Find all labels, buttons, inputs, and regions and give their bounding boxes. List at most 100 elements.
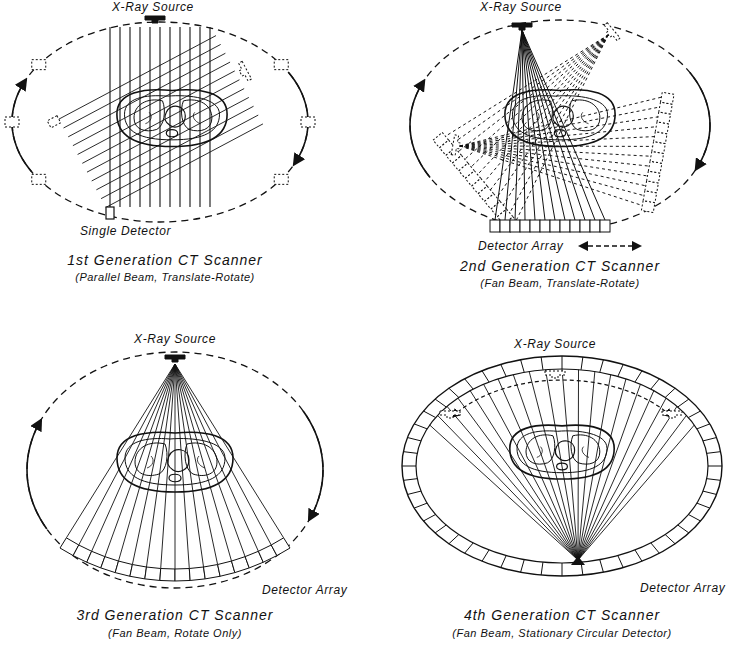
lung-shape — [135, 443, 167, 476]
beam-line — [179, 27, 180, 207]
detector-cell-divider — [678, 399, 689, 407]
detector-cell — [145, 567, 161, 580]
detector-cell — [570, 220, 580, 232]
rotation-arrow — [410, 81, 430, 178]
position-ghost — [274, 60, 288, 70]
patient-cross-section — [117, 90, 227, 147]
part-label: Detector Array — [640, 582, 725, 596]
detector-cell — [130, 565, 147, 579]
detector-cell-divider — [521, 560, 525, 573]
beam-line — [470, 391, 578, 560]
spine-shape — [557, 463, 568, 470]
beam-line — [129, 27, 130, 207]
detector-cell-divider — [402, 466, 416, 467]
detector-cell-divider — [688, 515, 700, 522]
detector-cell-divider — [697, 424, 710, 429]
patient-cross-section — [505, 90, 615, 147]
caption-title: 2nd Generation CT Scanner — [460, 258, 660, 274]
beam-line — [578, 406, 677, 560]
beam-line — [460, 94, 656, 179]
patient-cross-section — [510, 425, 614, 479]
detector-cell — [160, 569, 175, 581]
body-outline — [505, 90, 615, 147]
lung-shape — [182, 100, 212, 131]
beam-line — [175, 364, 271, 545]
body-inner-outline — [125, 96, 220, 140]
detector-cell-divider — [688, 411, 700, 418]
caption-subtitle: (Parallel Beam, Translate-Rotate) — [75, 271, 255, 284]
beam-line — [460, 84, 658, 179]
xray-source — [451, 135, 461, 156]
single-detector — [106, 207, 114, 219]
detector-cell — [490, 220, 500, 232]
beam-line — [149, 27, 150, 207]
detector-ghost — [47, 116, 60, 128]
detector-cell-divider — [635, 550, 642, 561]
detector-cell — [600, 220, 610, 232]
beam-line — [522, 30, 595, 220]
beam-line — [522, 30, 555, 220]
beam-line — [562, 369, 578, 560]
detector-cell-divider — [708, 466, 722, 467]
caption-subtitle: (Fan Beam, Rotate Only) — [108, 627, 242, 640]
detector-cell-divider — [482, 371, 489, 382]
detector-cell-divider — [562, 563, 563, 576]
detector-cell — [550, 220, 560, 232]
beam-line — [578, 370, 580, 560]
detector-cell-divider — [435, 399, 446, 407]
patient-cross-section — [117, 432, 233, 492]
detector-cell — [648, 161, 662, 173]
beam-line — [452, 22, 608, 157]
beam-line — [209, 27, 210, 207]
detector-cell-divider — [501, 556, 506, 568]
position-ghost — [5, 117, 19, 127]
beam-line — [119, 27, 120, 207]
beam-line — [175, 364, 258, 551]
beam-line — [484, 384, 578, 560]
part-label: Detector Array — [262, 584, 347, 598]
xray-source — [545, 371, 565, 378]
xray-source — [165, 355, 185, 362]
fan-beam-ghost — [433, 6, 670, 232]
detector-cell-divider — [403, 479, 417, 481]
detector-cell-divider — [635, 371, 642, 382]
beam-line — [66, 364, 175, 538]
detector-cell — [510, 220, 520, 232]
lung-shape — [571, 435, 600, 464]
beam-line — [545, 370, 578, 560]
detector-cell — [654, 132, 668, 144]
detector-cell — [659, 102, 673, 114]
detector-cell-divider — [407, 438, 421, 441]
xray-source — [602, 23, 620, 43]
body-inner-outline — [125, 439, 225, 485]
beam-line — [189, 27, 190, 207]
beam-line — [132, 364, 175, 565]
gantry-path — [410, 20, 710, 230]
beam-line — [578, 371, 595, 560]
beam-line — [109, 27, 110, 207]
detector-ring-outer — [402, 356, 722, 576]
lung-detail — [533, 112, 588, 123]
detector-cell — [540, 220, 550, 232]
beam-line — [79, 364, 175, 545]
detector-cell — [271, 538, 290, 556]
detector-cell-divider — [665, 535, 675, 544]
caption-title: 1st Generation CT Scanner — [67, 252, 262, 268]
detector-cell — [652, 141, 666, 153]
body-outline — [117, 90, 227, 147]
fan-beam — [60, 355, 290, 581]
detector-cell-divider — [562, 356, 563, 369]
fan-beam-ghost — [447, 58, 674, 212]
detector-cell-divider — [521, 360, 525, 373]
beam-line — [87, 89, 244, 173]
detector-cell — [647, 171, 661, 183]
position-ghost — [301, 117, 315, 127]
detector-cell — [657, 112, 671, 124]
beam-line — [522, 30, 545, 220]
detector-cell — [661, 92, 675, 104]
detector-cell-divider — [482, 550, 489, 561]
rotation-arrow — [27, 420, 47, 529]
beam-line — [175, 364, 245, 557]
